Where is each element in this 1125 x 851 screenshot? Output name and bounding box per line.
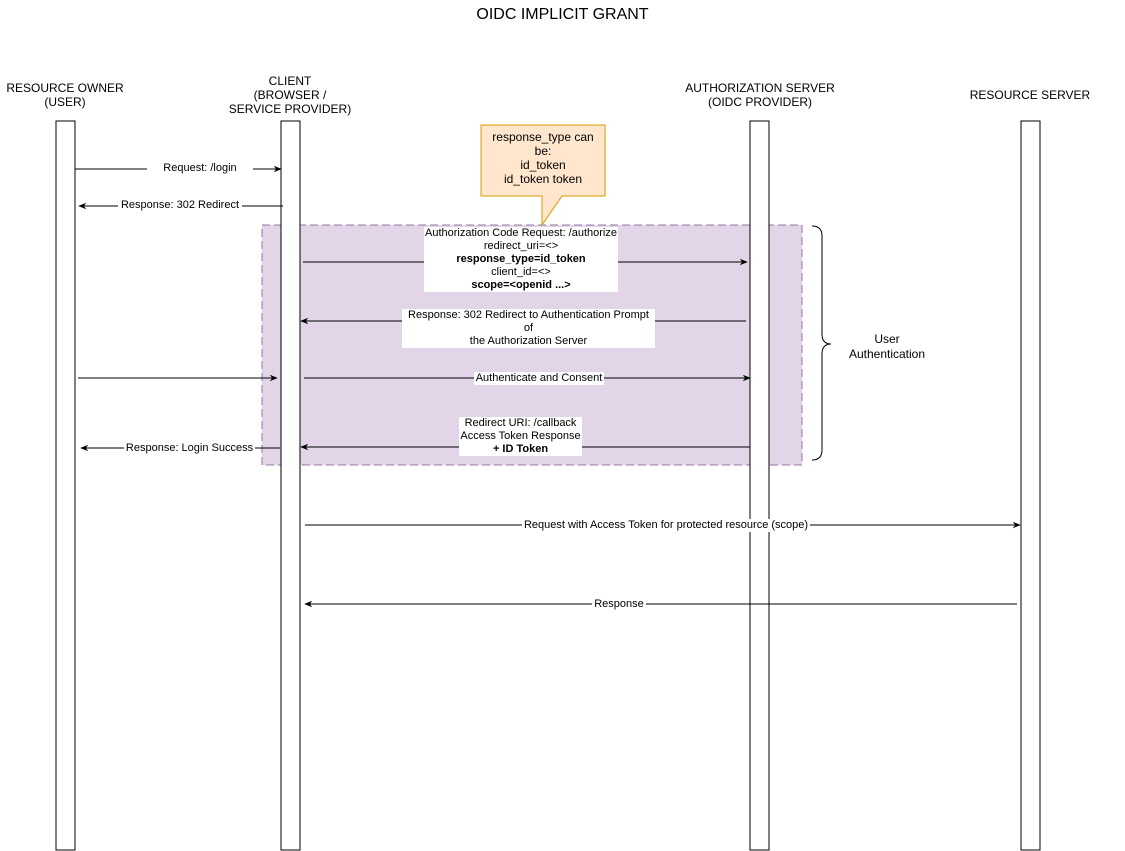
group-label-line: User [874, 332, 900, 346]
actor-label: RESOURCE SERVER [969, 88, 1091, 102]
actor-label: SERVICE PROVIDER) [228, 102, 352, 116]
authz-line: client_id=<> [491, 266, 551, 278]
diagram-title: OIDC IMPLICIT GRANT [476, 6, 649, 23]
actor-label: (OIDC PROVIDER) [707, 95, 812, 109]
auth-prompt-line: the Authorization Server [469, 335, 588, 347]
actor-label: (BROWSER / [253, 88, 327, 102]
lifeline-authorization-server [749, 120, 770, 851]
user-authentication-label: User Authentication [837, 332, 937, 362]
label-auth-prompt: Response: 302 Redirect to Authentication… [402, 309, 655, 348]
label-authenticate: Authenticate and Consent [474, 372, 604, 385]
label-resource-request: Request with Access Token for protected … [522, 519, 810, 532]
auth-prompt-line: Response: 302 Redirect to Authentication… [408, 309, 649, 334]
label-login-success: Response: Login Success [124, 442, 255, 455]
actor-resource-server: RESOURCE SERVER [930, 88, 1125, 102]
actor-label: (USER) [44, 95, 86, 109]
actor-authorization-server: AUTHORIZATION SERVER (OIDC PROVIDER) [660, 81, 860, 109]
authz-line: scope=<openid ...> [471, 279, 571, 291]
label-login-request: Request: /login [147, 162, 253, 175]
actor-resource-owner: RESOURCE OWNER (USER) [0, 81, 165, 109]
response-type-note [480, 124, 606, 227]
lifeline-resource-owner [55, 120, 76, 851]
label-authz-request: Authorization Code Request: /authorize r… [424, 227, 618, 292]
note-line: response_type can [492, 130, 594, 144]
label-callback: Redirect URI: /callback Access Token Res… [459, 417, 582, 456]
authz-line: response_type=id_token [456, 253, 586, 265]
label-resource-response: Response [592, 598, 646, 611]
callback-line: Redirect URI: /callback [464, 417, 577, 429]
note-line: id_token token [503, 172, 583, 186]
actor-label: AUTHORIZATION SERVER [685, 81, 835, 95]
group-label-line: Authentication [848, 347, 926, 361]
actor-label: RESOURCE OWNER [6, 81, 124, 95]
authz-line: Authorization Code Request: /authorize [424, 227, 617, 239]
actor-label: CLIENT [268, 74, 312, 88]
user-authentication-brace [811, 225, 832, 461]
label-redirect-response: Response: 302 Redirect [118, 199, 242, 212]
lifeline-resource-server [1020, 120, 1041, 851]
note-line: be: [534, 144, 552, 158]
authz-line: redirect_uri=<> [483, 240, 559, 252]
callback-line: + ID Token [492, 443, 549, 455]
callback-line: Access Token Response [460, 430, 581, 442]
note-text: response_type can be: id_token id_token … [481, 130, 605, 186]
note-line: id_token [520, 158, 566, 172]
actor-client: CLIENT (BROWSER / SERVICE PROVIDER) [190, 74, 390, 116]
lifeline-client [280, 120, 301, 851]
